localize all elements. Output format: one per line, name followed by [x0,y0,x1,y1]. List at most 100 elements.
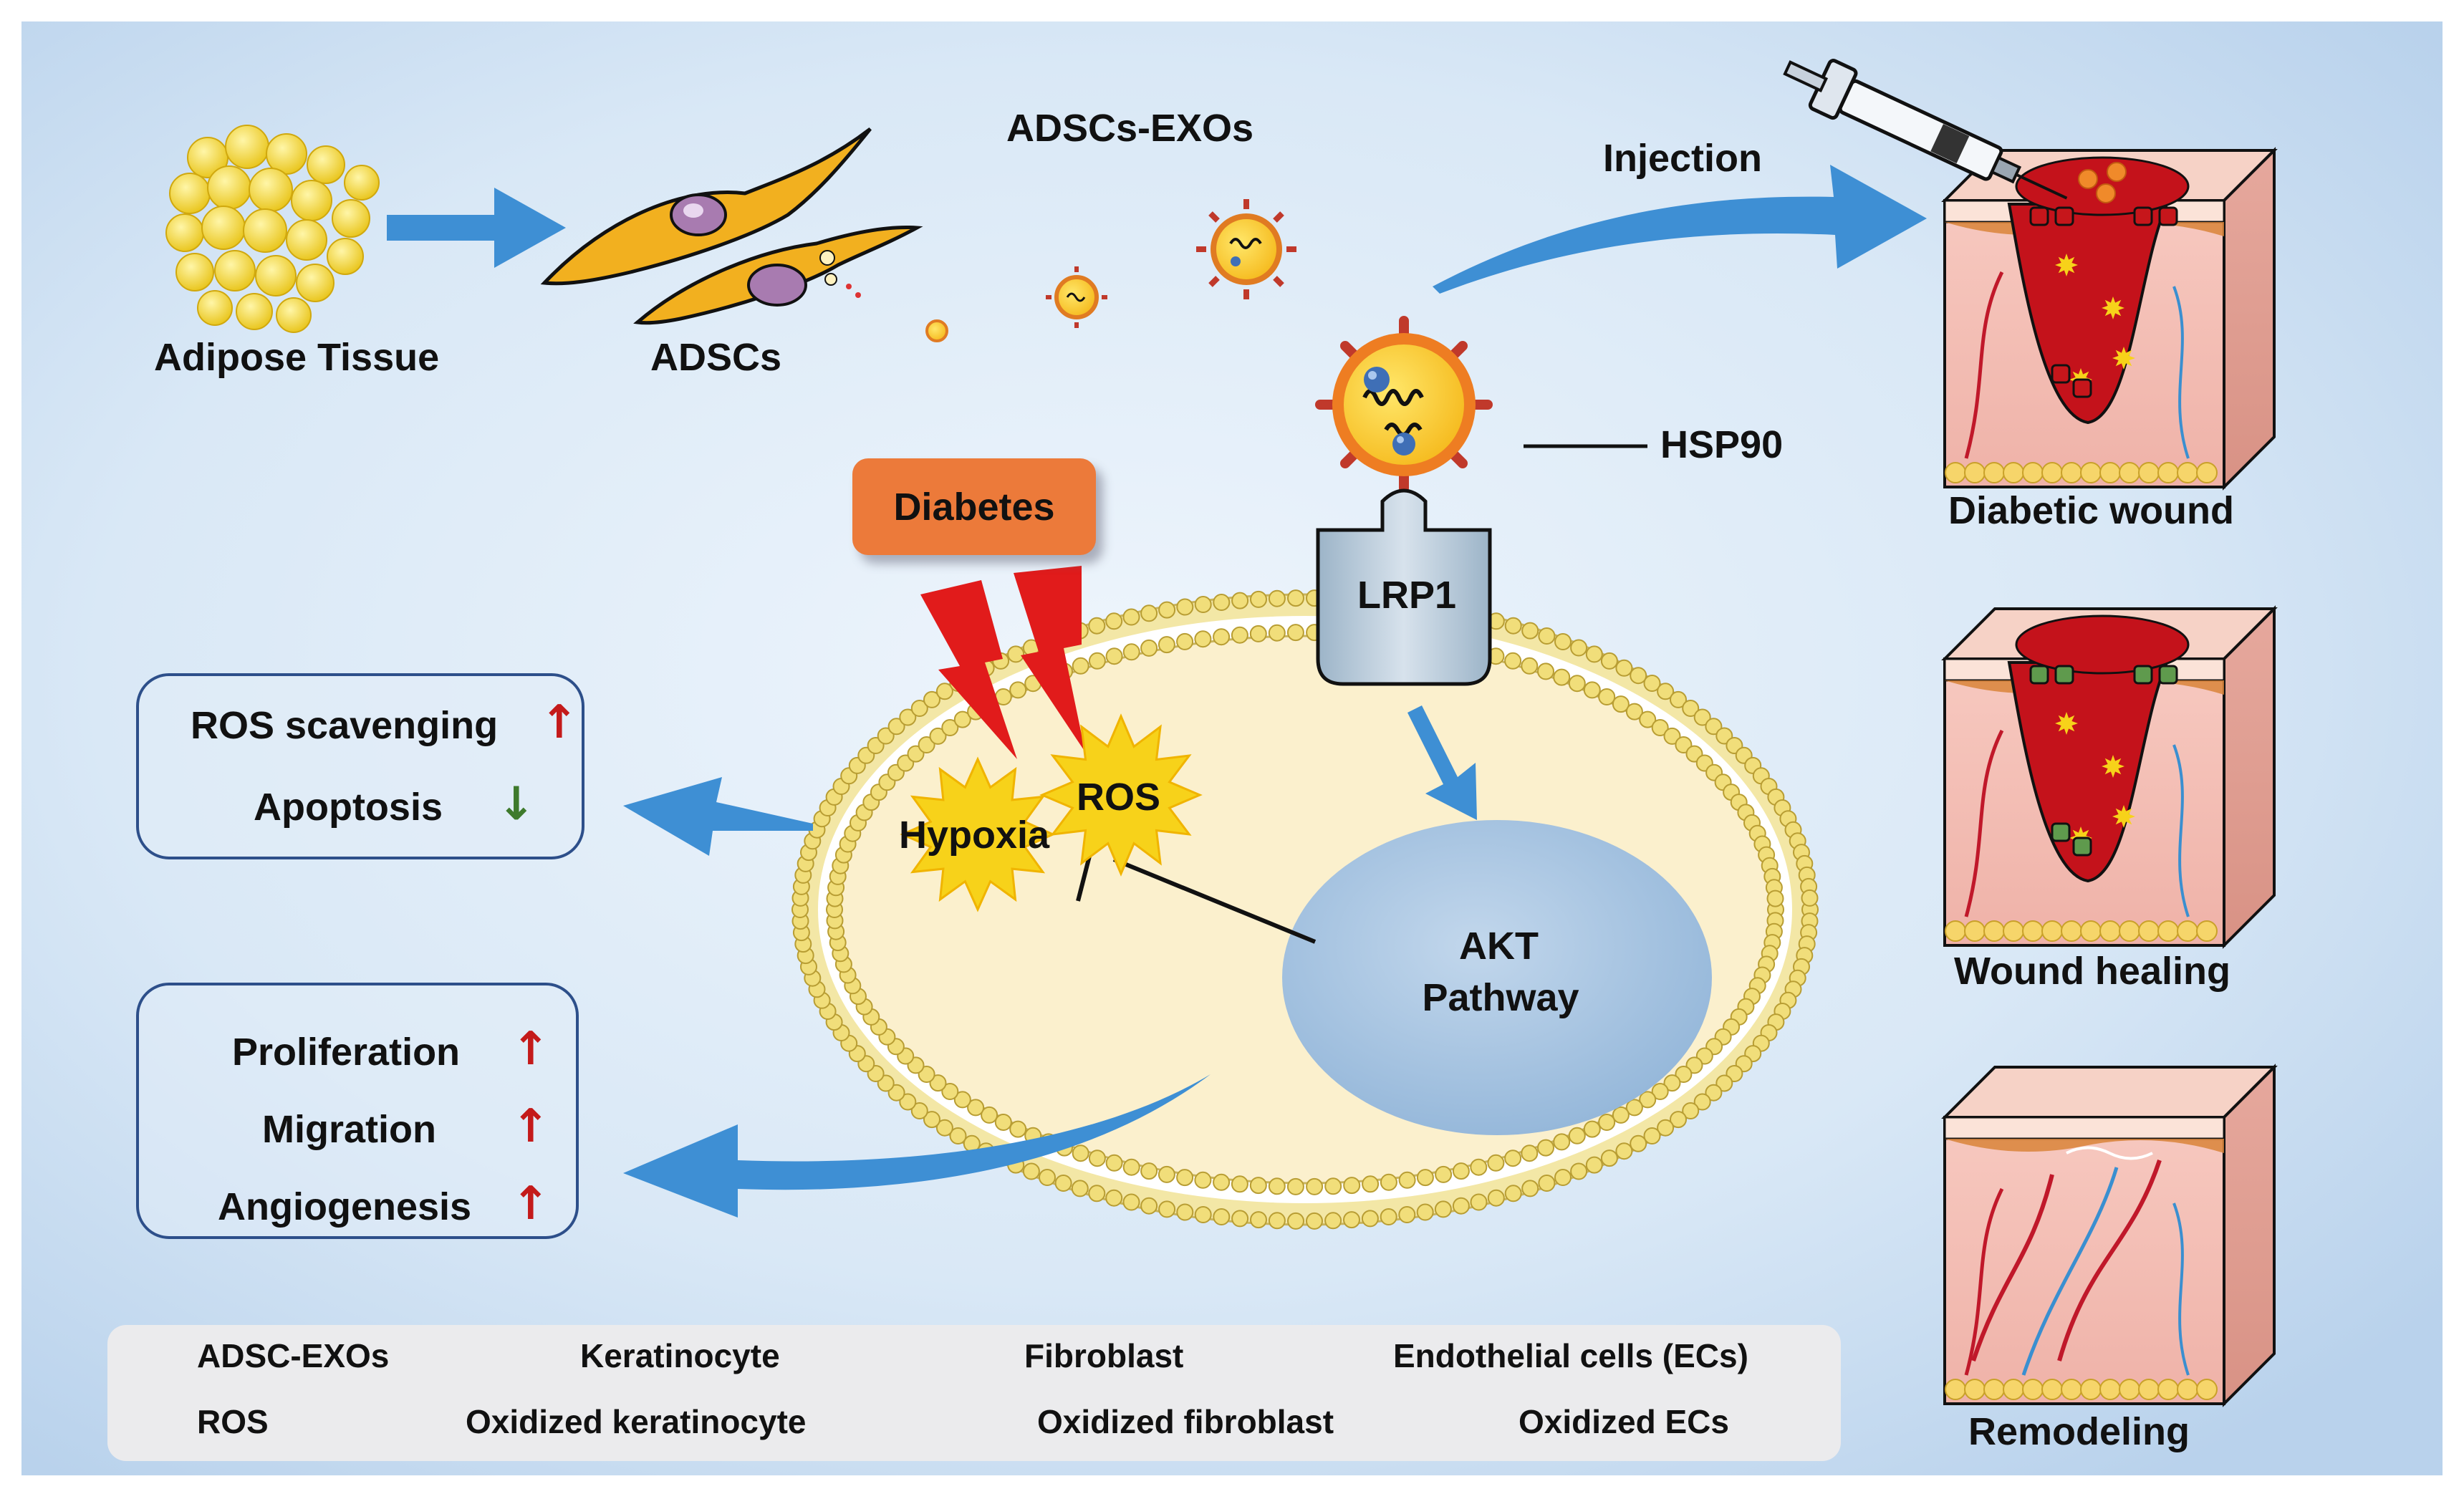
membrane-bead [1487,1154,1505,1172]
membrane-bead [1651,1083,1669,1100]
membrane-bead [1122,643,1140,661]
remodeling-label: Remodeling [1968,1410,2190,1453]
membrane-bead [1343,1211,1360,1229]
membrane-bead [1231,1175,1248,1193]
membrane-bead [1140,1162,1158,1180]
adipose-tissue-icon [165,125,380,333]
membrane-bead [1630,667,1647,685]
membrane-bead [1537,662,1554,680]
outcome-row-label: Proliferation [232,1031,461,1074]
legend-label: Fibroblast [1024,1337,1184,1374]
membrane-bead [1231,1210,1249,1228]
membrane-bead [1615,659,1633,677]
membrane-bead [1504,1149,1522,1167]
membrane-bead [1538,1175,1556,1192]
membrane-bead [1140,604,1158,622]
membrane-bead [1362,1175,1380,1193]
membrane-bead [1470,1193,1488,1211]
membrane-bead [1452,1197,1470,1215]
akt-pathway-ellipse [1282,820,1712,1135]
membrane-bead [1600,652,1618,670]
diabetic-wound-label: Diabetic wound [1948,489,2235,532]
membrane-bead [1054,1175,1072,1192]
membrane-bead [1600,1149,1618,1167]
membrane-bead [1122,608,1140,626]
membrane-bead [1140,1197,1158,1215]
membrane-bead [1470,1158,1488,1176]
membrane-bead [1213,1208,1231,1225]
adscs-label: ADSCs [650,336,782,379]
adscs-exos-label: ADSCs-EXOs [1006,107,1254,150]
membrane-bead [1007,645,1025,663]
membrane-bead [1504,652,1522,670]
exosome-small-icon [1046,266,1107,328]
membrane-bead [1176,632,1194,650]
membrane-bead [1504,617,1522,635]
membrane-bead [923,1111,940,1129]
membrane-bead [1705,1084,1723,1102]
injection-label: Injection [1603,137,1763,180]
membrane-bead [1766,890,1784,907]
membrane-bead [1639,1091,1657,1109]
ros-burst-icon [1039,713,1203,877]
membrane-bead [1158,1200,1176,1218]
membrane-bead [941,1083,959,1100]
membrane-bead [1398,1206,1416,1223]
membrane-bead [1521,657,1539,675]
membrane-bead [1675,1066,1693,1083]
membrane-bead [1705,718,1723,736]
membrane-bead [1521,622,1539,640]
lightning-bolt-icon [1014,566,1085,752]
membrane-bead [1249,625,1267,642]
up-arrow-icon: ↑ [511,1023,550,1076]
ros-label: ROS [1077,776,1161,819]
outcome-row-label: Migration [262,1108,436,1151]
membrane-bead [1682,1102,1700,1119]
membrane-bead [1088,652,1106,670]
membrane-bead [1380,1173,1397,1191]
membrane-bead [1554,1169,1572,1186]
exosome-medium-icon [1196,199,1296,299]
down-arrow-icon: ↓ [497,778,536,831]
membrane-bead [910,700,928,717]
membrane-bead [1553,1133,1571,1151]
membrane-bead [1176,1169,1194,1187]
membrane-bead [1071,1180,1089,1197]
membrane-bead [1194,1206,1212,1223]
membrane-bead [1416,1169,1434,1187]
outcome-box-proliferation: Proliferation ↑ Migration ↑ Angiogenesis… [136,983,579,1239]
outcome-row-label: Angiogenesis [218,1185,472,1228]
membrane-bead [1521,1144,1539,1162]
membrane-bead [1553,668,1571,686]
membrane-bead [1194,630,1212,648]
membrane-bead [1306,1212,1323,1230]
membrane-bead [1570,1162,1588,1180]
membrane-bead [1521,1180,1539,1197]
membrane-bead [1022,1162,1040,1180]
membrane-bead [1088,617,1106,635]
membrane-bead [1657,683,1675,700]
membrane-bead [1231,626,1248,644]
membrane-bead [1568,675,1586,693]
membrane-bead [910,1102,928,1119]
membrane-bead [1452,1162,1470,1180]
membrane-bead [1122,1158,1140,1176]
membrane-bead [1598,1114,1616,1131]
membrane-bead [1039,1169,1056,1186]
membrane-bead [1213,594,1231,611]
membrane-bead [1554,633,1572,650]
membrane-bead [923,690,940,708]
membrane-bead [929,1074,947,1092]
membrane-bead [1176,1203,1194,1221]
membrane-bead [1268,1212,1286,1230]
outcome-box-ros: ROS scavenging ↑ Apoptosis ↓ [136,673,584,859]
adsc-cell-icon [633,226,923,325]
membrane-bead [1324,1177,1342,1195]
membrane-bead [1088,1149,1106,1167]
membrane-bead [1176,598,1194,616]
membrane-bead [1140,639,1158,657]
membrane-bead [1715,1074,1733,1092]
membrane-bead [1249,1177,1267,1195]
membrane-bead [887,718,905,736]
